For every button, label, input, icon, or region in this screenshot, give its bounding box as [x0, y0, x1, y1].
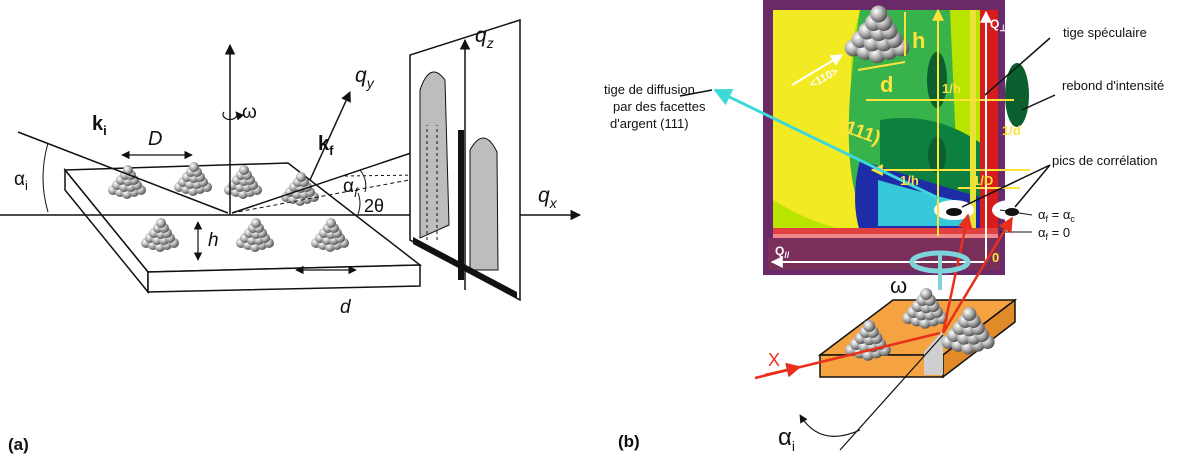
kf-label: kf [318, 133, 334, 158]
alpha-f-label: αf [343, 176, 359, 200]
panel-a-tag: (a) [8, 435, 29, 454]
diffusion-annotation-line1: tige de diffusion [604, 82, 695, 97]
ki-label: ki [92, 113, 107, 138]
correlation-leader-2 [1014, 164, 1051, 208]
omega-label-b: ω [890, 273, 907, 298]
panel-b-tag: (b) [618, 432, 640, 451]
h-label: h [208, 230, 219, 251]
alpha-i-arc [42, 142, 49, 213]
qy-label: qy [355, 64, 375, 91]
d-label: d [340, 297, 352, 318]
diffusion-leader [679, 89, 713, 97]
rebound-leader [1021, 94, 1056, 111]
xray-label: X [768, 350, 780, 370]
xray-incident-arrowhead [764, 362, 802, 378]
panel-a: ki D ω αi kf αf 2θ h d qx qy qz (a) [0, 18, 582, 454]
correlation-leader-1 [961, 164, 1051, 208]
incident-beam [17, 131, 229, 214]
projection-line-2 [344, 174, 421, 177]
qy-axis [309, 91, 351, 181]
omega-rotation-arrow [222, 111, 245, 121]
q-perp-label: Q⊥ [990, 17, 1007, 33]
two-theta-arc [357, 192, 361, 215]
rebound-annotation: rebond d'intensité [1062, 78, 1164, 93]
incidence-wedge [924, 330, 943, 375]
alpha-c-leader [999, 209, 1033, 216]
alpha-i-label-b: αi [778, 424, 795, 454]
pyramid-d-arrow [857, 61, 906, 71]
xray-scattered-beam-1 [941, 213, 973, 334]
inv-d-label: 1/d [1002, 123, 1021, 138]
qz-label: qz [475, 24, 494, 51]
omega-label: ω [242, 102, 257, 123]
alpha-critical-annotation: αf = αc [1038, 207, 1075, 224]
diffusion-rod-arrow [713, 88, 939, 200]
map-d-label: d [880, 72, 893, 97]
D-label: D [148, 128, 162, 150]
projection-line-1 [231, 177, 421, 214]
alpha-f-arc [359, 169, 367, 193]
diffusion-annotation-line2: par des facettes [613, 99, 706, 114]
direction-110-arrow [791, 54, 844, 86]
map-h-label: h [912, 28, 925, 53]
two-theta-label: 2θ [364, 196, 384, 216]
xray-scattered-beam-2 [941, 216, 1014, 334]
inv-h-top-label: 1/h [942, 81, 961, 96]
specular-leader [984, 37, 1051, 96]
inv-D-label: 1/D [973, 173, 993, 188]
q-parallel-label: Q// [775, 244, 790, 260]
diffusion-annotation-line3: d'argent (111) [610, 116, 689, 131]
panel-b: <110> h d 1/h (111) 1/d 1/h 1/D Q⊥ Q// 0… [604, 0, 1164, 454]
origin-zero-label: 0 [992, 250, 999, 265]
detector-plane [409, 18, 521, 302]
specular-annotation: tige spéculaire [1063, 25, 1147, 40]
qx-label: qx [538, 184, 558, 211]
inv-h-mid-label: 1/h [900, 173, 919, 188]
correlation-annotation: pics de corrélation [1052, 153, 1158, 168]
alpha-i-label: αi [14, 169, 28, 193]
scattered-beam [231, 148, 421, 214]
alpha-i-arc-b [799, 414, 861, 437]
alpha-zero-annotation: αf = 0 [1038, 225, 1070, 242]
